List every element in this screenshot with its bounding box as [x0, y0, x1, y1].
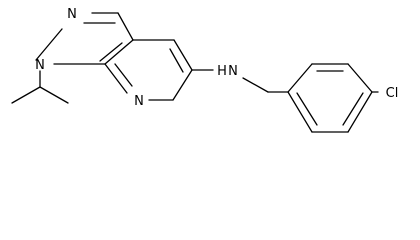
bond-isopropyl-left-methyl: [11, 86, 41, 104]
atom-label-amine-n: N: [228, 64, 238, 79]
atom-labels: N N N H N Cl: [35, 7, 398, 109]
bond-nh-ch2: [242, 77, 269, 93]
bond-n7-c7a: [104, 63, 128, 94]
atom-label-n-pyrazole-top: N: [67, 7, 77, 22]
bond-ring-f-inner: [296, 92, 318, 126]
atom-label-chlorine: Cl: [386, 86, 399, 101]
bond-c3a-c7a: [104, 39, 134, 65]
bond-c5-c6: [172, 69, 193, 101]
bond-ring-a: [287, 63, 313, 93]
bond-ring-f: [287, 91, 313, 133]
atom-label-n-pyridine: N: [134, 94, 144, 109]
molecule-structure-diagram: N N N H N Cl: [11, 7, 398, 133]
bond-c3a-c7a-inner: [99, 42, 123, 62]
bond-n1-n2: [35, 28, 63, 61]
bond-ring-d-inner: [342, 92, 364, 126]
bond-ring-c: [347, 63, 373, 93]
bond-c3-c3a: [117, 12, 134, 41]
bond-n7-c7a-inner: [114, 63, 133, 87]
bond-c4-c5: [173, 39, 193, 71]
bond-ring-d: [347, 91, 373, 133]
atom-label-amine-h: H: [217, 64, 227, 79]
bond-lines: [11, 12, 379, 133]
bond-c4-c5-inner: [169, 48, 184, 73]
bond-isopropyl-right-methyl: [39, 86, 69, 104]
atom-label-n-pyrazole-substituted: N: [35, 58, 45, 73]
